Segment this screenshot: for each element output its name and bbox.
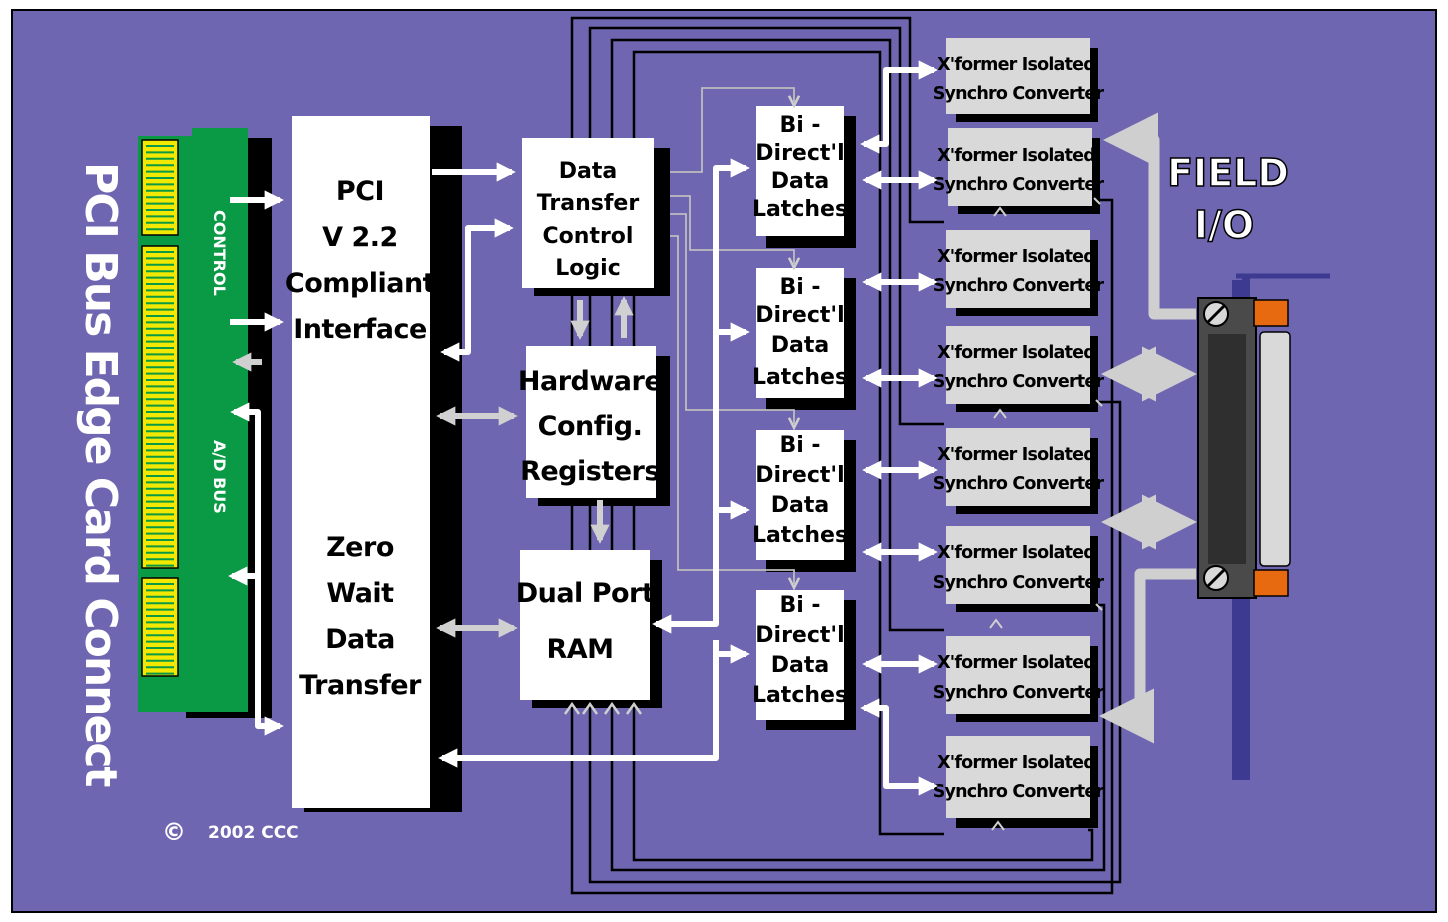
conv6-l2: Synchro Converter bbox=[933, 573, 1105, 593]
conv2-l2: Synchro Converter bbox=[933, 175, 1105, 195]
latch4-l2: Direct'l bbox=[755, 623, 844, 648]
control-label: CONTROL bbox=[210, 210, 229, 296]
conv1-l1: X'former Isolated bbox=[937, 55, 1095, 75]
converter-block-4 bbox=[946, 326, 1098, 412]
field-io-arrows bbox=[1099, 112, 1197, 744]
latch-block-4 bbox=[756, 590, 856, 730]
latch1-l3: Data bbox=[771, 169, 829, 194]
dtc-line2: Transfer bbox=[537, 191, 640, 216]
copyright-text: 2002 CCC bbox=[208, 823, 299, 843]
dual-port-ram-block bbox=[520, 550, 662, 708]
converter-block-2 bbox=[948, 128, 1100, 214]
latch-block-3 bbox=[756, 430, 856, 572]
conv3-l1: X'former Isolated bbox=[937, 247, 1095, 267]
dtc-line3: Control bbox=[543, 224, 634, 249]
latch2-l2: Direct'l bbox=[755, 303, 844, 328]
conv8-l2: Synchro Converter bbox=[933, 782, 1105, 802]
hardware-config-block bbox=[526, 346, 670, 506]
ad-bus-label: A/D BUS bbox=[210, 440, 229, 514]
field-io-title: FIELD bbox=[1167, 151, 1289, 195]
conv4-l2: Synchro Converter bbox=[933, 372, 1105, 392]
converter-block-6 bbox=[946, 526, 1098, 612]
field-io-subtitle: I/O bbox=[1194, 203, 1254, 247]
converter-block-8 bbox=[946, 736, 1098, 828]
pci-line3: Compliant bbox=[285, 268, 436, 299]
edge-card-connector bbox=[138, 128, 272, 718]
white-arrows bbox=[228, 60, 938, 796]
latch3-l2: Direct'l bbox=[755, 463, 844, 488]
conv7-l1: X'former Isolated bbox=[937, 653, 1095, 673]
conv5-l2: Synchro Converter bbox=[933, 474, 1105, 494]
zero-wait-line4: Transfer bbox=[299, 670, 422, 701]
edge-connector-title: PCI Bus Edge Card Connect bbox=[75, 162, 126, 787]
converter-block-5 bbox=[946, 428, 1098, 514]
pci-line4: Interface bbox=[293, 314, 427, 345]
conv3-l2: Synchro Converter bbox=[933, 276, 1105, 296]
latch2-l4: Latches bbox=[752, 365, 848, 390]
latch4-l1: Bi - bbox=[779, 593, 820, 618]
pci-interface-block bbox=[292, 116, 462, 812]
conv2-l1: X'former Isolated bbox=[937, 146, 1095, 166]
field-io-connector bbox=[1197, 273, 1330, 780]
ram-bus-chevrons bbox=[563, 701, 643, 715]
dtc-line1: Data bbox=[559, 159, 617, 184]
conv5-l1: X'former Isolated bbox=[937, 445, 1095, 465]
converter-block-1 bbox=[946, 38, 1098, 122]
latch-block-2 bbox=[756, 268, 856, 410]
gray-arrows bbox=[232, 296, 634, 638]
latch2-l3: Data bbox=[771, 333, 829, 358]
conv6-l1: X'former Isolated bbox=[937, 543, 1095, 563]
ram-line2: RAM bbox=[546, 634, 613, 665]
conv1-l2: Synchro Converter bbox=[933, 84, 1105, 104]
hw-line3: Registers bbox=[520, 456, 660, 487]
latch4-l4: Latches bbox=[752, 683, 848, 708]
ram-line1: Dual Port bbox=[516, 578, 655, 609]
pci-line1: PCI bbox=[336, 176, 384, 207]
latch1-l1: Bi - bbox=[779, 113, 820, 138]
dtc-line4: Logic bbox=[555, 256, 620, 281]
conv8-l1: X'former Isolated bbox=[937, 753, 1095, 773]
latch3-l1: Bi - bbox=[779, 433, 820, 458]
copyright-icon: © bbox=[162, 818, 186, 846]
hw-line2: Config. bbox=[538, 411, 643, 442]
conv7-l2: Synchro Converter bbox=[933, 683, 1105, 703]
converter-input-chevrons bbox=[989, 197, 1103, 831]
latch2-l1: Bi - bbox=[779, 275, 820, 300]
converter-block-7 bbox=[946, 636, 1098, 722]
latch1-l4: Latches bbox=[752, 197, 848, 222]
latch1-l2: Direct'l bbox=[755, 141, 844, 166]
latch3-l4: Latches bbox=[752, 523, 848, 548]
zero-wait-line3: Data bbox=[325, 624, 395, 655]
converter-block-3 bbox=[946, 230, 1098, 316]
latch-block-1 bbox=[756, 106, 856, 248]
hw-line1: Hardware bbox=[518, 366, 662, 397]
zero-wait-line1: Zero bbox=[326, 532, 394, 563]
data-transfer-control-block bbox=[522, 138, 670, 296]
conv4-l1: X'former Isolated bbox=[937, 343, 1095, 363]
pci-line2: V 2.2 bbox=[322, 222, 398, 253]
latch3-l3: Data bbox=[771, 493, 829, 518]
zero-wait-line2: Wait bbox=[326, 578, 394, 609]
latch4-l3: Data bbox=[771, 653, 829, 678]
